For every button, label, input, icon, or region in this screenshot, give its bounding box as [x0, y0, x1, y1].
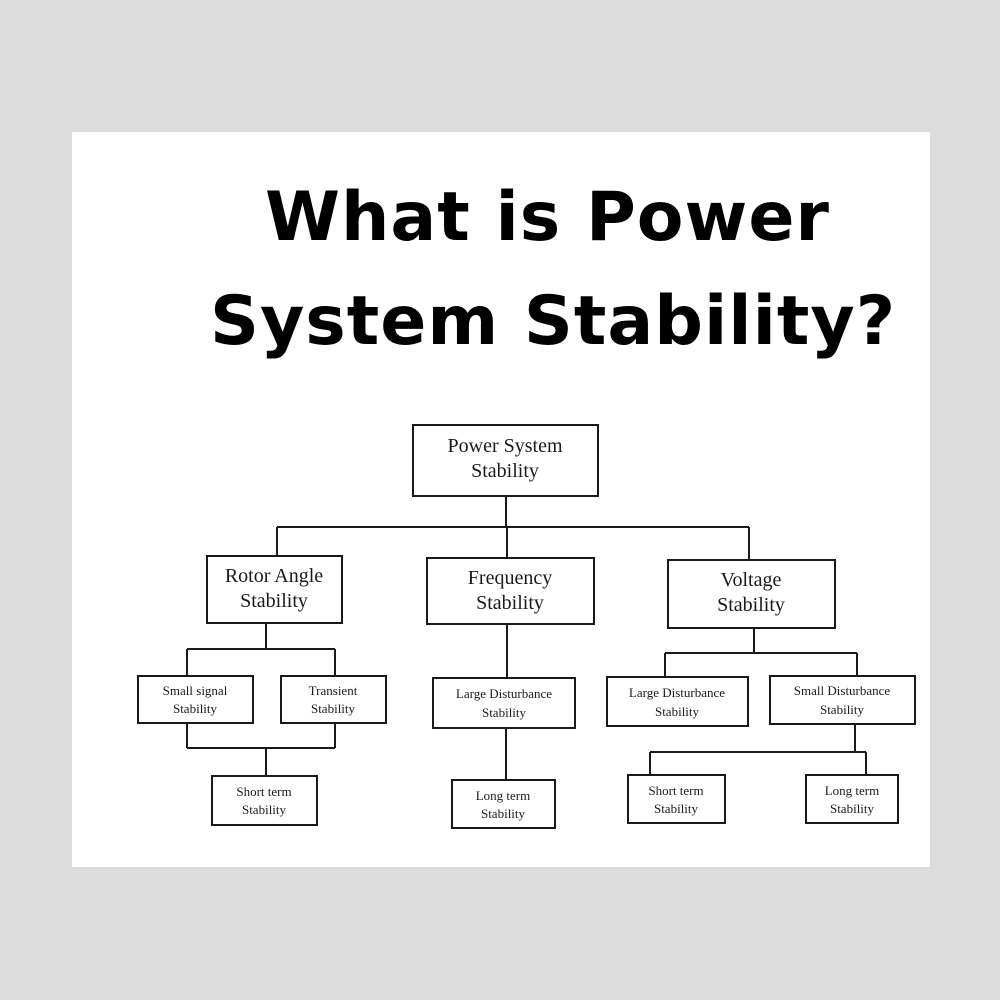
node-label-line1: Small Disturbance: [794, 683, 891, 698]
node-voltage-stability: Voltage Stability: [667, 559, 836, 629]
node-voltage-short-term-stability: Short term Stability: [627, 774, 726, 824]
node-label-line2: Stability: [311, 701, 356, 716]
node-label-line2: Stability: [173, 701, 218, 716]
node-label-line1: Long term: [476, 788, 531, 803]
node-label-line1: Voltage: [721, 569, 782, 591]
node-label-line2: Stability: [717, 594, 785, 616]
node-label-line2: Stability: [476, 592, 544, 614]
node-small-signal-stability: Small signal Stability: [137, 675, 254, 724]
node-label-line1: Large Disturbance: [456, 686, 552, 701]
content-card: [72, 132, 930, 867]
node-frequency-long-term-stability: Long term Stability: [451, 779, 556, 829]
node-voltage-long-term-stability: Long term Stability: [805, 774, 899, 824]
node-label-line1: Power System: [448, 435, 563, 457]
node-label-line2: Stability: [481, 806, 526, 821]
node-label-line1: Large Disturbance: [629, 685, 725, 700]
node-label-line1: Transient: [309, 683, 358, 698]
node-label-line1: Long term: [825, 783, 880, 798]
node-label-line2: Stability: [242, 802, 287, 817]
node-label-line1: Rotor Angle: [225, 565, 323, 587]
node-label-line2: Stability: [471, 460, 539, 482]
connector-lines: [186, 496, 867, 780]
node-frequency-stability: Frequency Stability: [426, 557, 595, 625]
node-frequency-large-disturbance-stability: Large Disturbance Stability: [432, 677, 576, 729]
node-voltage-large-disturbance-stability: Large Disturbance Stability: [606, 676, 749, 727]
node-power-system-stability: Power System Stability: [412, 424, 599, 497]
node-label-line2: Stability: [820, 702, 865, 717]
node-transient-stability: Transient Stability: [280, 675, 387, 724]
node-label-line1: Short term: [648, 783, 703, 798]
node-voltage-small-disturbance-stability: Small Disturbance Stability: [769, 675, 916, 725]
node-rotor-short-term-stability: Short term Stability: [211, 775, 318, 826]
node-label-line1: Short term: [236, 784, 291, 799]
node-label-line2: Stability: [240, 590, 308, 612]
node-label-line2: Stability: [655, 704, 700, 719]
node-label-line2: Stability: [654, 801, 699, 816]
node-rotor-angle-stability: Rotor Angle Stability: [206, 555, 343, 624]
node-label-line2: Stability: [830, 801, 875, 816]
node-label-line1: Frequency: [468, 567, 552, 589]
node-label-line2: Stability: [482, 705, 527, 720]
node-label-line1: Small signal: [163, 683, 228, 698]
